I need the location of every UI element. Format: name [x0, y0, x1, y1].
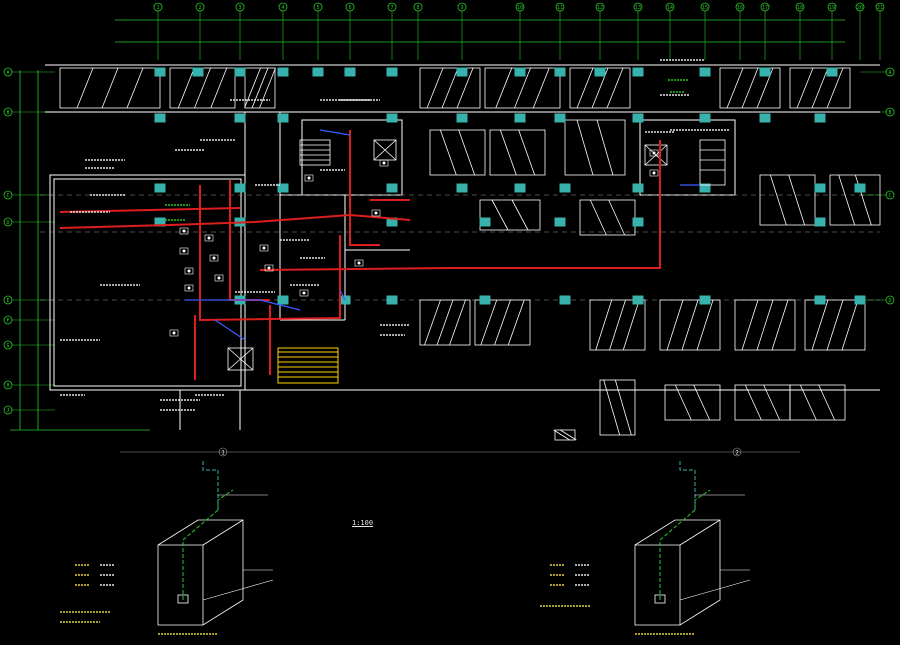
left-axis-label: E [6, 298, 9, 304]
left-dimension-lines [10, 70, 150, 431]
left-axis-label: C [6, 193, 9, 199]
top-axis-label: 4 [281, 5, 284, 11]
top-axis-label: 9 [460, 5, 463, 11]
isometric-tank-detail-2 [634, 460, 751, 635]
right-axis-grid: A B C D [860, 67, 895, 305]
top-axis-label: 20 [857, 5, 863, 11]
top-axis-label: 7 [390, 5, 393, 11]
drawing-scale-title: 1:100 [352, 519, 374, 527]
right-axis-label: A [888, 70, 891, 76]
left-axis-label: D [6, 220, 9, 226]
top-axis-label: 11 [557, 5, 563, 11]
top-axis-label: 17 [762, 5, 768, 11]
section-line [120, 447, 800, 457]
right-axis-label: D [888, 298, 891, 304]
top-axis-label: 6 [348, 5, 351, 11]
equipment-symbols [169, 149, 659, 337]
top-axis-label: 14 [667, 5, 673, 11]
top-axis-label: 2 [198, 5, 201, 11]
blue-pipe-network [185, 129, 700, 341]
top-axis-label: 15 [702, 5, 708, 11]
left-axis-label: J [6, 408, 9, 414]
stair-1 [277, 347, 339, 384]
top-dimension-lines [115, 19, 845, 43]
top-axis-label: 1 [156, 5, 159, 11]
left-axis-label: F [6, 318, 9, 324]
top-axis-label: 18 [797, 5, 803, 11]
stair-2 [299, 139, 726, 186]
top-axis-label: 8 [416, 5, 419, 11]
left-axis-label: B [6, 110, 9, 116]
window-hatch-boxes [59, 67, 881, 441]
left-axis-label: H [6, 383, 9, 389]
structural-columns [154, 67, 866, 305]
annotation-marks [60, 59, 730, 623]
right-axis-label: B [888, 110, 891, 116]
right-axis-label: C [888, 193, 891, 199]
top-axis-label: 3 [238, 5, 241, 11]
top-axis-label: 10 [517, 5, 523, 11]
top-axis-label: 16 [737, 5, 743, 11]
top-axis-label: 13 [635, 5, 641, 11]
left-axis-grid: A B C D E F G H J [3, 67, 55, 415]
top-axis-label: 19 [829, 5, 835, 11]
left-axis-label: G [6, 343, 9, 349]
section-marker-2: 2 [735, 450, 739, 457]
section-marker-1: 1 [221, 450, 225, 457]
top-axis-label: 5 [316, 5, 319, 11]
building-walls [45, 64, 880, 430]
left-axis-label: A [6, 70, 9, 76]
isometric-tank-detail-1 [157, 460, 274, 635]
top-axis-label: 12 [597, 5, 603, 11]
top-axis-label: 21 [877, 5, 883, 11]
